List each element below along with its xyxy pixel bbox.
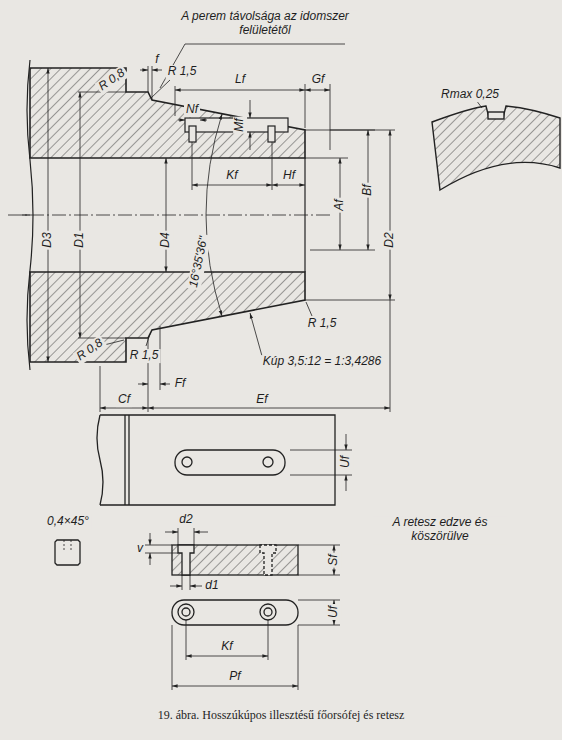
dimension-label: 0,4×45° <box>45 515 91 529</box>
dimension-label: Kf <box>224 169 239 183</box>
lower-wall <box>30 272 305 362</box>
dimension-label: Kf <box>219 640 234 654</box>
dimension-label: Ff <box>173 377 188 391</box>
dimension-label: Cf <box>116 393 132 407</box>
dimension-label: R 1,5 <box>166 65 199 79</box>
keyway-detail <box>432 100 560 190</box>
dimension-label: A perem távolsága az idomszer felületétő… <box>173 10 357 38</box>
dimension-lines <box>48 44 395 412</box>
dimension-label: d1 <box>203 579 220 593</box>
figure-caption: 19. ábra. Hosszúkúpos illesztésű főorsóf… <box>0 708 562 723</box>
dimension-label: R 1,5 <box>128 349 161 363</box>
dimension-label: D1 <box>73 230 87 249</box>
dimension-label: A retesz edzve és köszörülve <box>373 516 507 544</box>
dimension-label: D3 <box>41 230 55 249</box>
dimension-label: Af <box>333 197 347 212</box>
dimension-label: v <box>135 542 145 556</box>
dimension-label: R 1,5 <box>306 317 339 331</box>
upper-wall <box>30 68 305 158</box>
center-line <box>8 215 330 216</box>
dimension-label: Uf <box>327 604 341 620</box>
dimension-label: Gf <box>310 73 327 87</box>
dimension-label: Bf <box>361 182 375 197</box>
dimension-label: Lf <box>233 73 247 87</box>
dimension-label: D4 <box>159 230 173 249</box>
key-views <box>55 528 340 690</box>
dimension-label: Kúp 3,5:12 = 1:3,4286 <box>261 355 383 369</box>
dimension-label: f <box>153 53 160 67</box>
dimension-label: D2 <box>383 230 397 249</box>
spindle-top-view <box>97 415 352 505</box>
dimension-label: Uf <box>339 454 353 470</box>
dimension-label: Hf <box>281 169 297 183</box>
dimension-label: d2 <box>177 513 194 527</box>
dimension-label: Nf <box>184 103 200 117</box>
dimension-label: 16°35'36'' <box>186 233 211 290</box>
dimension-label: Sf <box>327 552 341 567</box>
dimension-label: R 0,8 <box>73 335 108 365</box>
dimension-label: Pf <box>227 670 242 684</box>
dimension-label: R 0,8 <box>95 65 130 95</box>
dimension-label: Rmax 0,25 <box>439 88 501 102</box>
dimension-label: Ef <box>254 393 269 407</box>
dimension-label: Mf <box>233 116 247 133</box>
